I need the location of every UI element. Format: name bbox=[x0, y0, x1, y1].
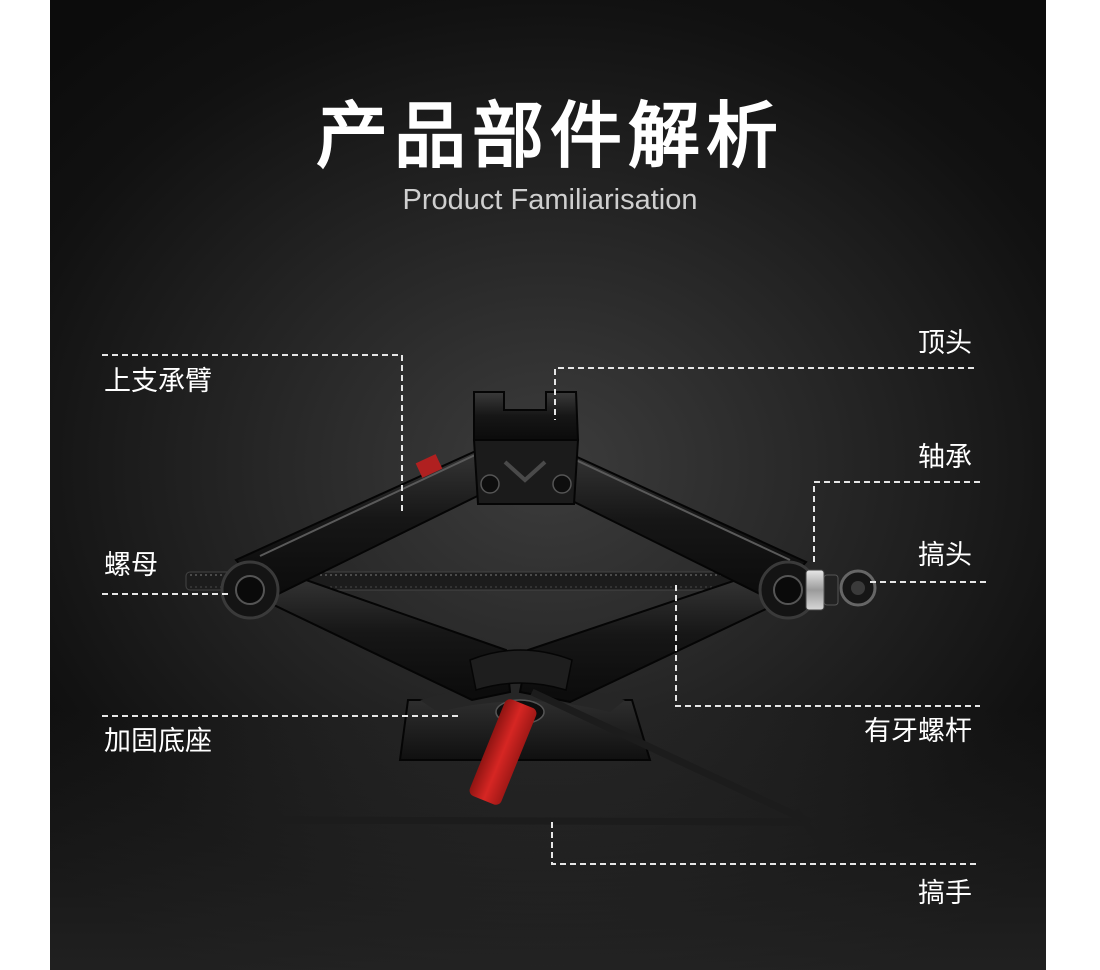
label-top-head: 顶头 bbox=[918, 328, 972, 359]
label-nut: 螺母 bbox=[104, 550, 158, 581]
label-bearing: 轴承 bbox=[918, 442, 972, 473]
label-crank-handle: 搞手 bbox=[918, 878, 972, 909]
bearing-and-crank-head-shape bbox=[805, 569, 877, 611]
label-reinforced-base: 加固底座 bbox=[104, 726, 212, 757]
label-threaded-rod: 有牙螺杆 bbox=[864, 716, 972, 747]
label-upper-arm: 上支承臂 bbox=[104, 366, 212, 397]
label-crank-head: 搞头 bbox=[918, 540, 972, 571]
page-title: 产品部件解析 bbox=[315, 94, 784, 178]
top-head-shape bbox=[472, 391, 580, 505]
page-subtitle: Product Familiarisation bbox=[402, 184, 698, 216]
